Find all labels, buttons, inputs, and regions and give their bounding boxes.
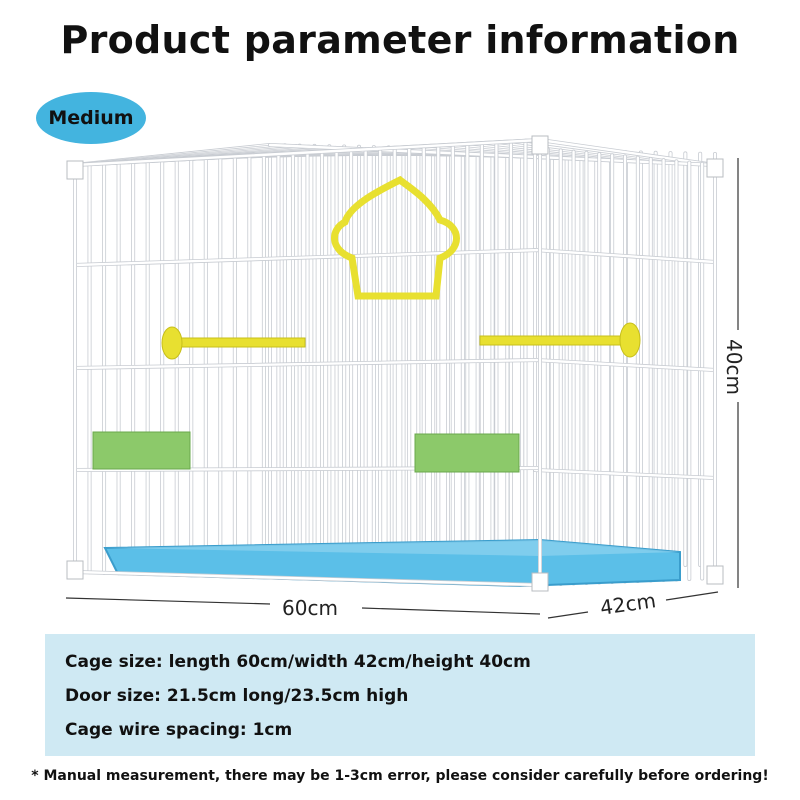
measurement-note: * Manual measurement, there may be 1-3cm… xyxy=(31,768,769,784)
perch-right xyxy=(479,322,641,358)
dimension-lines xyxy=(65,158,739,619)
feeder-left xyxy=(92,431,191,470)
size-badge: Medium xyxy=(36,92,146,144)
perch-left xyxy=(161,326,306,360)
tray-rim xyxy=(105,540,680,556)
cage-front-panel xyxy=(73,138,542,587)
swing xyxy=(331,175,460,300)
spec-cage-size: Cage size: length 60cm/width 42cm/height… xyxy=(65,652,531,672)
page-title: Product parameter information xyxy=(60,18,740,62)
feeder-right xyxy=(414,433,520,473)
spec-door-size: Door size: 21.5cm long/23.5cm high xyxy=(65,686,409,706)
length-label: 60cm xyxy=(282,596,338,620)
cage-side-panel xyxy=(533,146,717,587)
spec-wire-spacing: Cage wire spacing: 1cm xyxy=(65,720,293,740)
height-label: 40cm xyxy=(721,339,746,395)
cage-back-panel xyxy=(268,143,717,567)
spec-panel: Cage size: length 60cm/width 42cm/height… xyxy=(45,634,755,756)
